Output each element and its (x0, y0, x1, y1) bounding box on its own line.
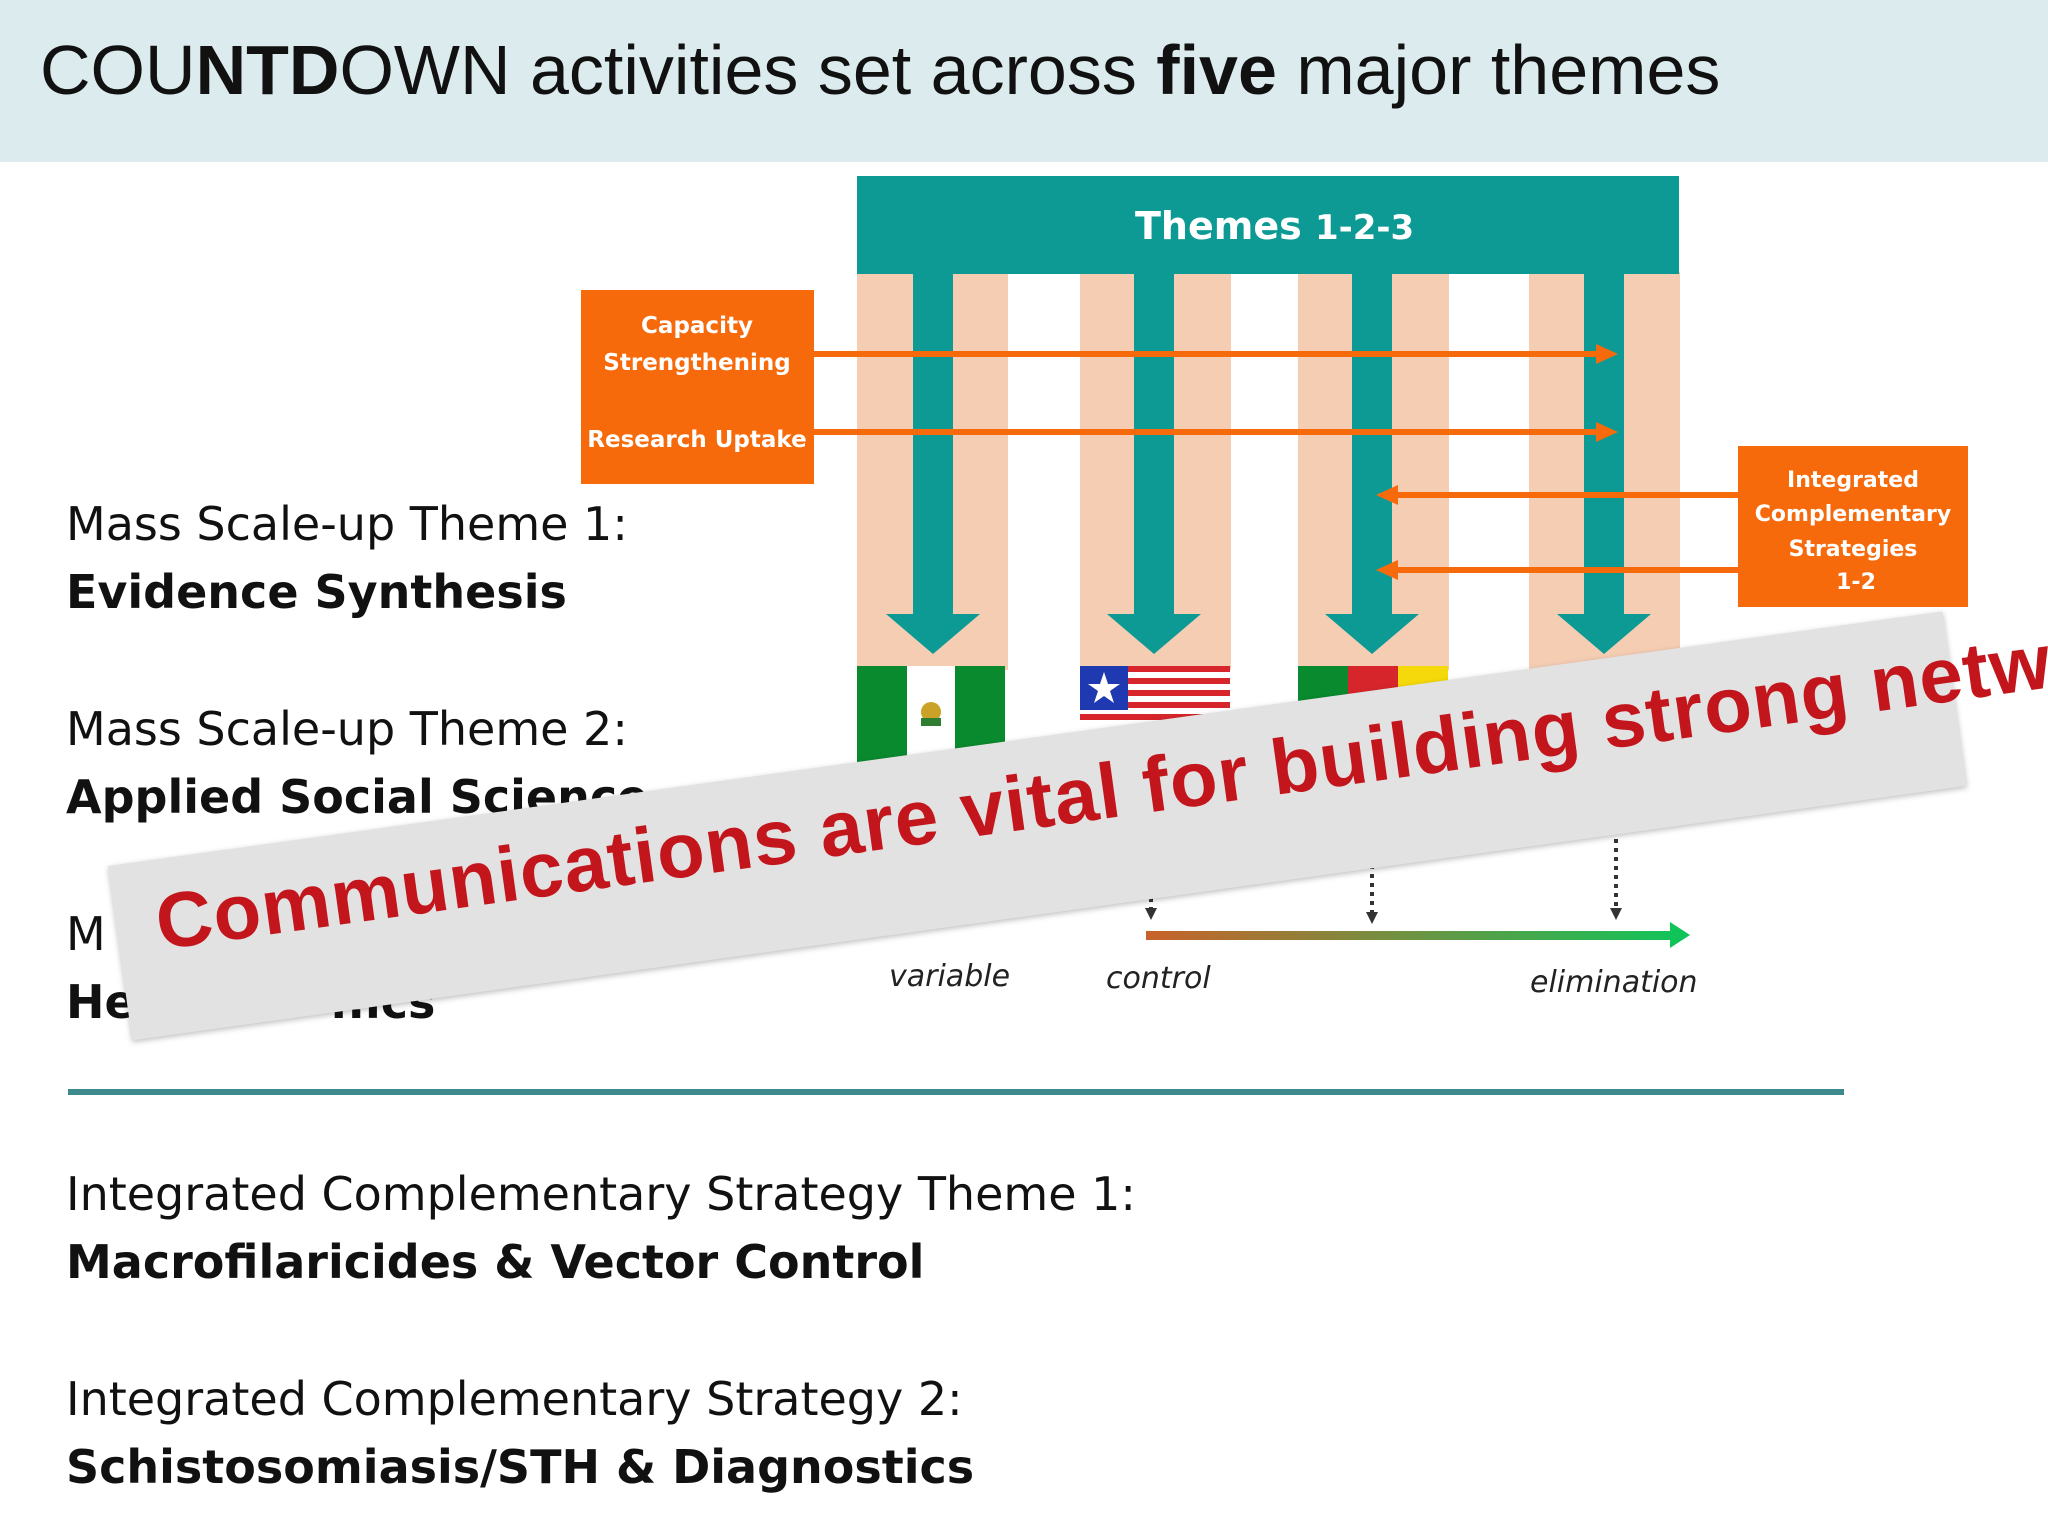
theme-label: Mass Scale-up Theme 1: (66, 497, 628, 551)
liberia-flag (1080, 666, 1230, 722)
right-arrow-icon (1596, 422, 1618, 442)
theme-integrated-1: Integrated Complementary Strategy Theme … (66, 1160, 1136, 1296)
strategies-number-label: 1-2 (1836, 570, 1876, 595)
themes-header-number: 1-2-3 (1315, 208, 1414, 248)
integrated-strategies-box (1738, 446, 1968, 607)
strategies-label: Strategies (1789, 537, 1918, 562)
theme-label: Integrated Complementary Strategy 2: (66, 1372, 963, 1426)
title-bar: COUNTDOWN activities set across five maj… (0, 0, 2048, 162)
title-part: five (1156, 31, 1277, 109)
left-arrow-icon (1376, 560, 1398, 580)
down-arrow-icon (886, 614, 980, 654)
title-part: COU (40, 31, 196, 109)
theme-label: Integrated Complementary Strategy Theme … (66, 1167, 1136, 1221)
theme-name: Schistosomiasis/STH & Diagnostics (66, 1440, 975, 1494)
strengthening-label: Strengthening (603, 350, 790, 376)
scale-gradient-bar (1146, 931, 1676, 940)
title-part: major themes (1276, 31, 1721, 109)
themes-header-label: Themes (1135, 204, 1302, 248)
theme-label: Mass Scale-up Theme 2: (66, 702, 628, 756)
theme-name: Macrofilaricides & Vector Control (66, 1235, 925, 1289)
right-arrow-icon (1670, 922, 1690, 948)
integrated-label: Integrated (1787, 468, 1919, 493)
arrow-shaft (1584, 272, 1624, 616)
themes-header-bar (857, 176, 1679, 274)
down-arrow-icon (1325, 614, 1419, 654)
scale-label-variable: variable (889, 959, 1010, 994)
left-arrow-icon (1376, 485, 1398, 505)
arrow-shaft (1134, 272, 1174, 616)
theme-name: Evidence Synthesis (66, 565, 567, 619)
section-divider (68, 1089, 1844, 1095)
right-arrow-icon (1596, 344, 1618, 364)
down-arrows (886, 272, 1651, 654)
capacity-research-box (581, 290, 814, 484)
theme-integrated-2: Integrated Complementary Strategy 2: Sch… (66, 1365, 974, 1501)
theme-mass-scaleup-1: Mass Scale-up Theme 1: Evidence Synthesi… (66, 490, 628, 626)
scale-label-control: control (1106, 961, 1211, 996)
peach-columns (857, 272, 1680, 670)
arrow-shaft (913, 272, 953, 616)
down-arrow-icon (1557, 614, 1651, 654)
title-part: OWN activities set across (339, 31, 1157, 109)
star-icon (1088, 672, 1120, 703)
down-arrow-icon (1107, 614, 1201, 654)
scale-label-elimination: elimination (1530, 965, 1698, 1000)
arrow-shaft (1352, 272, 1392, 616)
theme-label: M (66, 907, 106, 961)
capacity-label: Capacity (641, 313, 753, 339)
slide-title: COUNTDOWN activities set across five maj… (40, 30, 1720, 110)
complementary-label: Complementary (1755, 502, 1951, 527)
title-part: NTD (195, 31, 340, 109)
research-uptake-label: Research Uptake (587, 427, 806, 453)
orange-arrows (812, 344, 1740, 580)
